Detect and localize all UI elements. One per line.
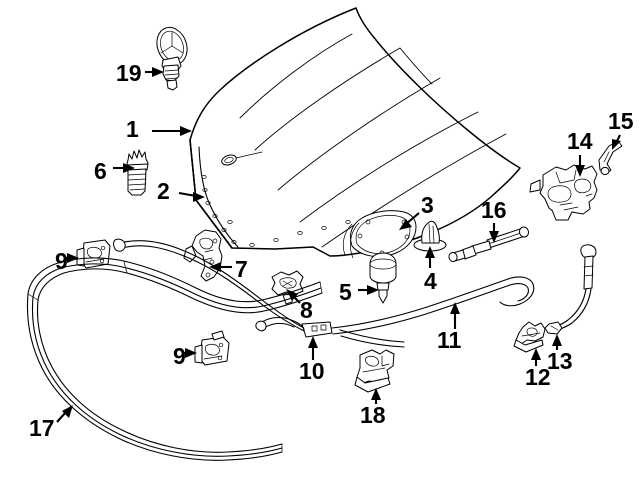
arrow-17 bbox=[56, 411, 67, 423]
callout-label-9-upper: 9 bbox=[55, 248, 68, 274]
callout-label-10: 10 bbox=[299, 358, 325, 384]
callout-label-16: 16 bbox=[481, 197, 507, 223]
cable-retainer-bracket-lower bbox=[194, 330, 230, 366]
callout-label-18: 18 bbox=[360, 402, 386, 428]
callout-label-14: 14 bbox=[567, 128, 593, 154]
hood-panel bbox=[189, 7, 521, 257]
callout-label-13: 13 bbox=[547, 348, 573, 374]
callout-label-9-lower: 9 bbox=[173, 343, 186, 369]
hood-weatherstrip-seal bbox=[27, 257, 323, 461]
callout-label-2: 2 bbox=[157, 178, 170, 204]
cable-end-fitting bbox=[544, 244, 597, 335]
callout-label-5: 5 bbox=[339, 279, 352, 305]
callout-label-4: 4 bbox=[424, 268, 437, 294]
striker-catch-bracket bbox=[354, 349, 395, 393]
callout-label-7: 7 bbox=[235, 256, 248, 282]
callout-label-12: 12 bbox=[525, 364, 551, 390]
hood-latch-assembly bbox=[529, 164, 598, 221]
callout-label-15: 15 bbox=[608, 108, 634, 134]
hood-hinge-bracket bbox=[183, 229, 223, 282]
gas-strut-lift-support bbox=[448, 226, 530, 262]
callout-label-17: 17 bbox=[29, 415, 55, 441]
callout-arrows bbox=[56, 67, 621, 423]
cable-mounting-bracket bbox=[513, 321, 546, 353]
mounting-pad-cover bbox=[271, 270, 304, 305]
hood-insulation-gasket-plate bbox=[342, 210, 417, 259]
callout-label-6: 6 bbox=[94, 158, 107, 184]
hood-star-ornament bbox=[156, 26, 188, 91]
callout-label-1: 1 bbox=[126, 116, 139, 142]
callout-label-8: 8 bbox=[300, 297, 313, 323]
callout-label-11: 11 bbox=[437, 327, 462, 353]
callout-label-19: 19 bbox=[116, 60, 142, 86]
rubber-bumper-stop bbox=[369, 252, 397, 304]
latch-release-lever bbox=[598, 140, 623, 176]
cable-retainer-bracket-upper bbox=[76, 239, 111, 269]
ribbed-grommet-bumper bbox=[125, 149, 149, 196]
callout-label-3: 3 bbox=[421, 192, 434, 218]
